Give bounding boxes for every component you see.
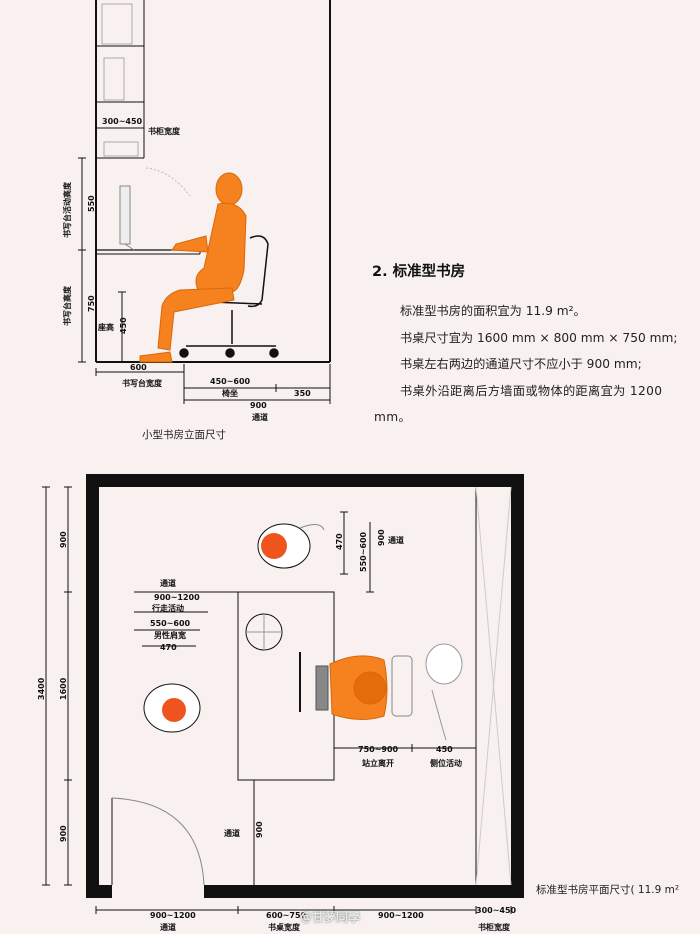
stand-value: 750~900 xyxy=(358,745,399,754)
total-height-value: 3400 xyxy=(37,677,46,700)
bookshelf xyxy=(96,0,145,159)
elevation-caption: 小型书房立面尺寸 xyxy=(142,428,226,441)
shoulder-value: 470 xyxy=(160,643,177,652)
seat-label: 椅坐 xyxy=(222,388,238,398)
person-desk-figure xyxy=(315,655,388,720)
aisle-top-value: 900~1200 xyxy=(154,593,200,602)
plan-dimension-texts: 3400 900 1600 900 通道 900~1200 行走活动 550~6… xyxy=(37,529,679,932)
cabinet-width-label: 书柜宽度 xyxy=(148,126,181,136)
person-top-figure xyxy=(257,523,325,569)
bottom-aisle-value: 900 xyxy=(255,821,264,838)
seat-range-value: 450~600 xyxy=(210,377,251,386)
person-ghost-figure xyxy=(425,643,463,741)
aisle-label: 通道 xyxy=(252,412,268,422)
chair-range-value: 550~600 xyxy=(359,531,368,572)
walk-label: 行走活动 xyxy=(151,603,184,613)
gap-value: 350 xyxy=(294,389,311,398)
b4-label: 书柜宽度 xyxy=(478,922,511,932)
desk-height-label: 书写台高度 xyxy=(62,285,72,326)
activity-height-label: 书写台活动高度 xyxy=(62,181,72,238)
activity-height-value: 550 xyxy=(87,195,96,212)
walk-value: 550~600 xyxy=(150,619,191,628)
paragraph-line: 书桌外沿距离后方墙面或物体的距离宜为 1200 mm。 xyxy=(374,383,663,425)
top-aisle-label: 通道 xyxy=(388,535,404,545)
cabinet-width-value: 300~450 xyxy=(102,117,143,126)
desk-width-label: 书写台宽度 xyxy=(122,378,163,388)
b4-value: 300~450 xyxy=(476,906,517,915)
elevation-dimension-texts: 300~450 书柜宽度 书写台活动高度 550 书写台高度 750 座高 45… xyxy=(62,117,311,441)
stand-label: 站立离开 xyxy=(362,758,394,768)
chair-470-value: 470 xyxy=(335,533,344,550)
seat-height-label: 座高 xyxy=(97,322,114,332)
aisle-value: 900 xyxy=(250,401,267,410)
side-label: 侧位活动 xyxy=(430,758,462,768)
elevation-dimensions xyxy=(78,127,331,404)
section-title: 2. 标准型书房 xyxy=(372,264,466,280)
side-value: 450 xyxy=(436,745,453,754)
b3-value: 900~1200 xyxy=(378,911,424,920)
desk-width-value: 600 xyxy=(130,363,147,372)
desk-height-value: 750 xyxy=(87,295,96,312)
plan-walls xyxy=(86,474,524,898)
bottom-aisle-label: 通道 xyxy=(224,828,240,838)
b1-label: 通道 xyxy=(160,922,176,932)
paragraph-line: 书桌尺寸宜为 1600 mm × 800 mm × 750 mm; xyxy=(400,330,678,345)
shoulder-label: 男性肩宽 xyxy=(154,630,186,640)
b2-label: 书桌宽度 xyxy=(268,922,301,932)
watermark: @甘夢同學 xyxy=(300,910,361,924)
section-description: 标准型书房的面积宜为 11.9 m²。 书桌尺寸宜为 1600 mm × 800… xyxy=(374,298,692,431)
seated-person-figure xyxy=(139,172,247,363)
left-mid-value: 1600 xyxy=(59,677,68,700)
aisle-top-label: 通道 xyxy=(160,578,176,588)
plan-dimensions xyxy=(42,486,512,914)
paragraph-line: 标准型书房的面积宜为 11.9 m²。 xyxy=(400,304,586,318)
left-bot-value: 900 xyxy=(59,825,68,842)
top-aisle-value: 900 xyxy=(377,529,386,546)
person-left-figure xyxy=(143,683,201,733)
seat-height-value: 450 xyxy=(119,317,128,334)
b1-value: 900~1200 xyxy=(150,911,196,920)
b2-value: 600~750 xyxy=(266,911,307,920)
left-top-value: 900 xyxy=(59,531,68,548)
plan-caption: 标准型书房平面尺寸( 11.9 m² xyxy=(536,883,679,896)
elevation-drawing xyxy=(95,0,331,363)
paragraph-line: 书桌左右两边的通道尺寸不应小于 900 mm; xyxy=(400,357,642,371)
